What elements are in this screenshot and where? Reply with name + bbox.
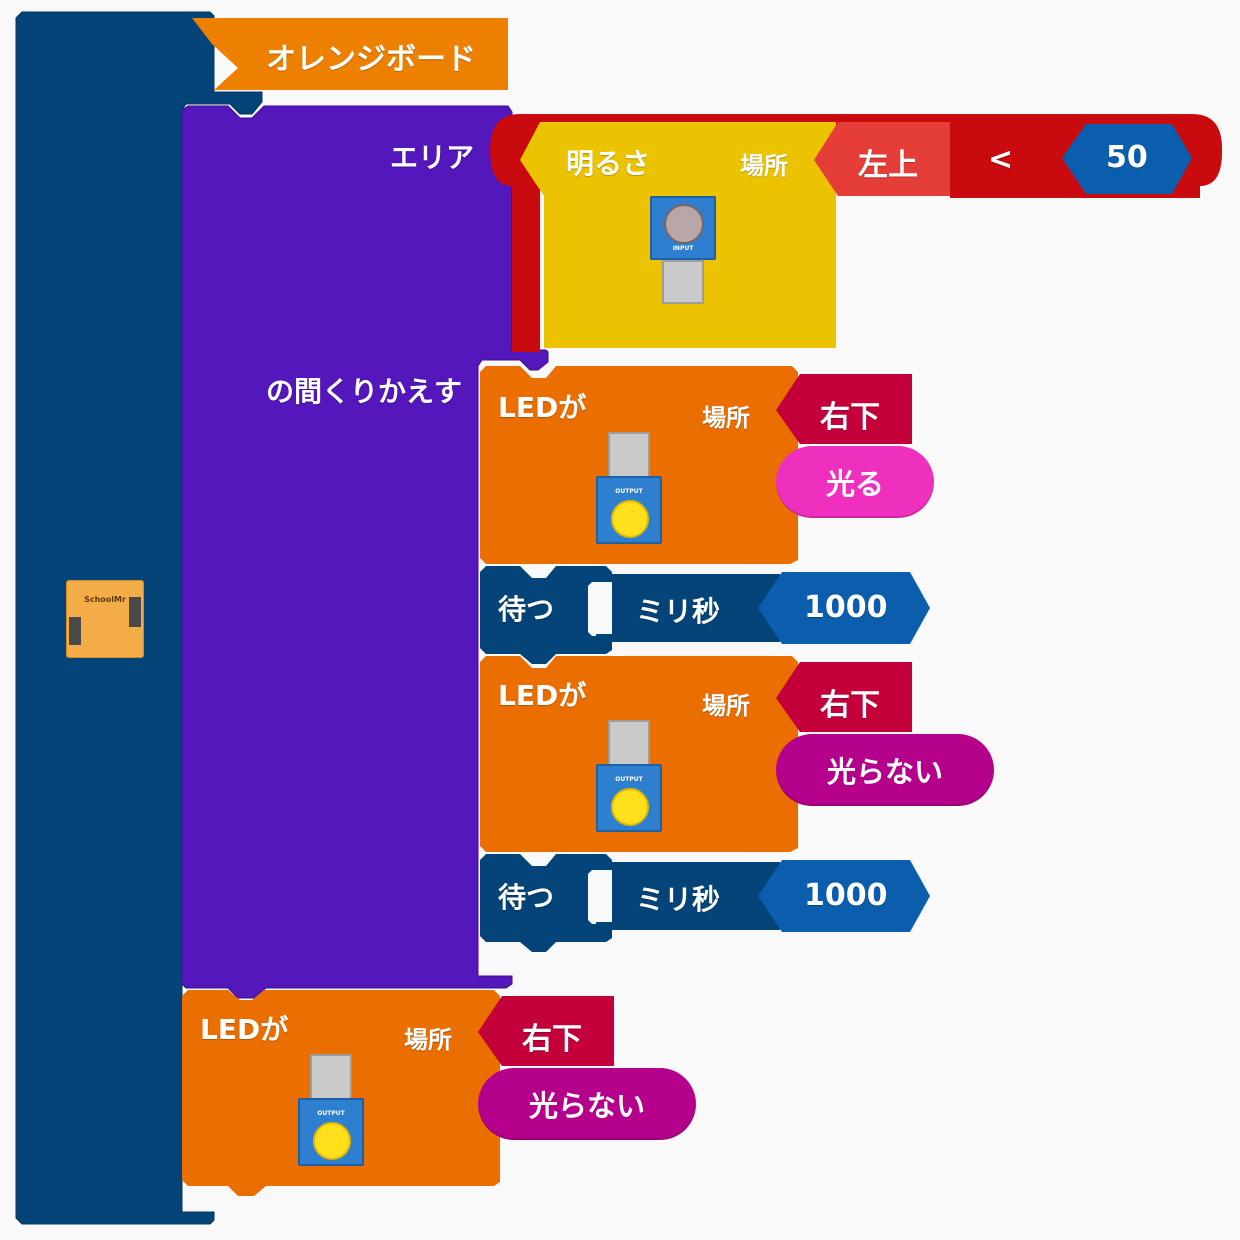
threshold-number-block[interactable] bbox=[1062, 124, 1192, 194]
wait2-number-block[interactable] bbox=[758, 860, 930, 932]
led-off-output-label: OUTPUT bbox=[615, 776, 643, 783]
wait1-number-block[interactable] bbox=[758, 572, 930, 644]
led-off-title: LEDが bbox=[498, 679, 587, 712]
wait2-label: 待つ bbox=[498, 881, 555, 914]
location-topleft-block[interactable] bbox=[814, 122, 950, 196]
led-off-module-icon: OUTPUT bbox=[596, 764, 662, 832]
board-title: オレンジボード bbox=[266, 42, 476, 77]
loop-label: の間くりかえす bbox=[266, 375, 463, 408]
wait1-unit-block[interactable] bbox=[596, 574, 780, 642]
led-final-location-block[interactable] bbox=[478, 996, 614, 1066]
led-final-location-value: 右下 bbox=[522, 1022, 582, 1057]
led-off-lamp-icon bbox=[611, 788, 649, 826]
led-final-state[interactable]: 光らない bbox=[478, 1068, 696, 1140]
led-on-module-icon: OUTPUT bbox=[596, 476, 662, 544]
led-final-module-icon: OUTPUT bbox=[298, 1098, 364, 1166]
area-label: エリア bbox=[390, 141, 475, 174]
repeat-block[interactable] bbox=[181, 105, 549, 999]
wait1-label: 待つ bbox=[498, 593, 555, 626]
board-port-right-icon bbox=[129, 597, 141, 627]
wait1-block[interactable] bbox=[480, 566, 612, 664]
wait2-block[interactable] bbox=[480, 854, 612, 952]
wait2-unit: ミリ秒 bbox=[636, 883, 721, 916]
led-on-location-value: 右下 bbox=[820, 400, 880, 435]
led-on-output-label: OUTPUT bbox=[615, 488, 643, 495]
compare-operator[interactable]: < bbox=[988, 142, 1014, 177]
led-final-plug-icon bbox=[310, 1054, 352, 1100]
led-off-location-block[interactable] bbox=[776, 662, 912, 732]
light-sensor-icon: INPUT bbox=[650, 196, 716, 260]
wait2-unit-block[interactable] bbox=[596, 862, 780, 930]
led-final-output-label: OUTPUT bbox=[317, 1110, 345, 1117]
board-port-left-icon bbox=[69, 617, 81, 645]
board-title-block[interactable] bbox=[192, 18, 508, 90]
schoolmr-board-icon: SchoolMr bbox=[66, 580, 144, 658]
led-on-title: LEDが bbox=[498, 391, 587, 424]
led-off-location-value: 右下 bbox=[820, 688, 880, 723]
led-on-location-block[interactable] bbox=[776, 374, 912, 444]
sensor-input-label: INPUT bbox=[672, 245, 694, 252]
sensor-lens-icon bbox=[664, 204, 704, 244]
led-off-plug-icon bbox=[608, 720, 650, 766]
sensor-plug-icon bbox=[662, 260, 704, 304]
condition-location-label: 場所 bbox=[740, 152, 788, 180]
wait2-value[interactable]: 1000 bbox=[804, 878, 888, 913]
led-off-location-label: 場所 bbox=[702, 692, 750, 720]
led-on-lamp-icon bbox=[611, 500, 649, 538]
condition-location-value: 左上 bbox=[858, 148, 918, 183]
led-on-location-label: 場所 bbox=[702, 404, 750, 432]
wait1-value[interactable]: 1000 bbox=[804, 590, 888, 625]
brightness-label: 明るさ bbox=[566, 147, 651, 180]
led-on-plug-icon bbox=[608, 432, 650, 478]
wait1-unit: ミリ秒 bbox=[636, 595, 721, 628]
board-icon-label: SchoolMr bbox=[84, 595, 126, 604]
led-off-state[interactable]: 光らない bbox=[776, 734, 994, 806]
led-final-location-label: 場所 bbox=[404, 1026, 452, 1054]
threshold-value[interactable]: 50 bbox=[1106, 140, 1148, 175]
led-on-state[interactable]: 光る bbox=[776, 446, 934, 518]
led-final-lamp-icon bbox=[313, 1122, 351, 1160]
led-final-title: LEDが bbox=[200, 1013, 289, 1046]
